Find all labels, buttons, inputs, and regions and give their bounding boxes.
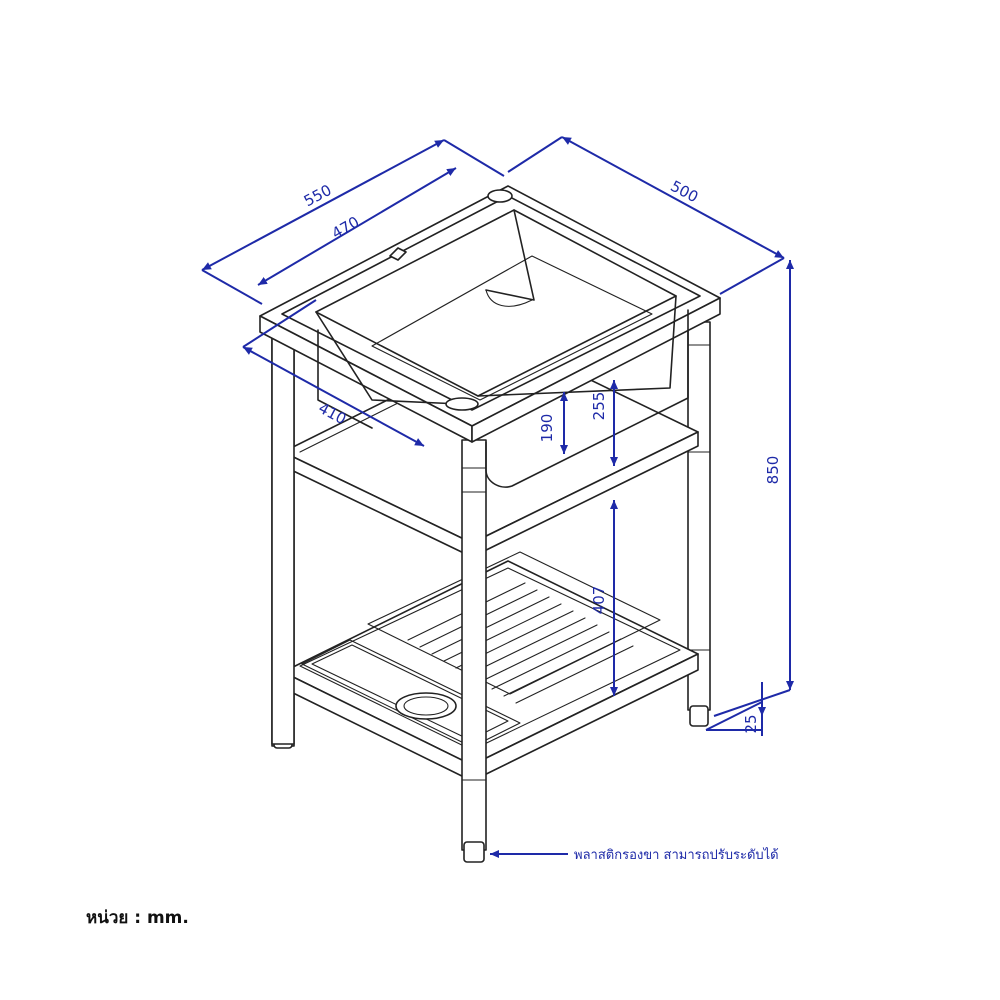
front-middle-leg [461,439,487,863]
unit-label: หน่วย : mm. [86,908,189,928]
dim-depth: 500 [667,177,701,206]
dim-bowl-height-inner: 190 [538,414,556,443]
front-left-leg [271,337,295,745]
dim-shelf-gap: 407 [590,586,608,615]
back-right-leg [687,321,711,727]
dim-total-height: 850 [764,456,782,485]
foot-note-label: พลาสติกรองขา สามารถปรับระดับได้ [574,847,779,863]
dim-foot-height: 25 [742,714,760,733]
dim-bowl-height-outer: 255 [590,392,608,421]
sink-stand-drawing [259,185,721,863]
dimension-lines [201,136,794,858]
dim-bowl-width: 470 [329,213,363,243]
dim-overall-width: 550 [301,181,335,210]
lower-shelf [282,551,699,782]
